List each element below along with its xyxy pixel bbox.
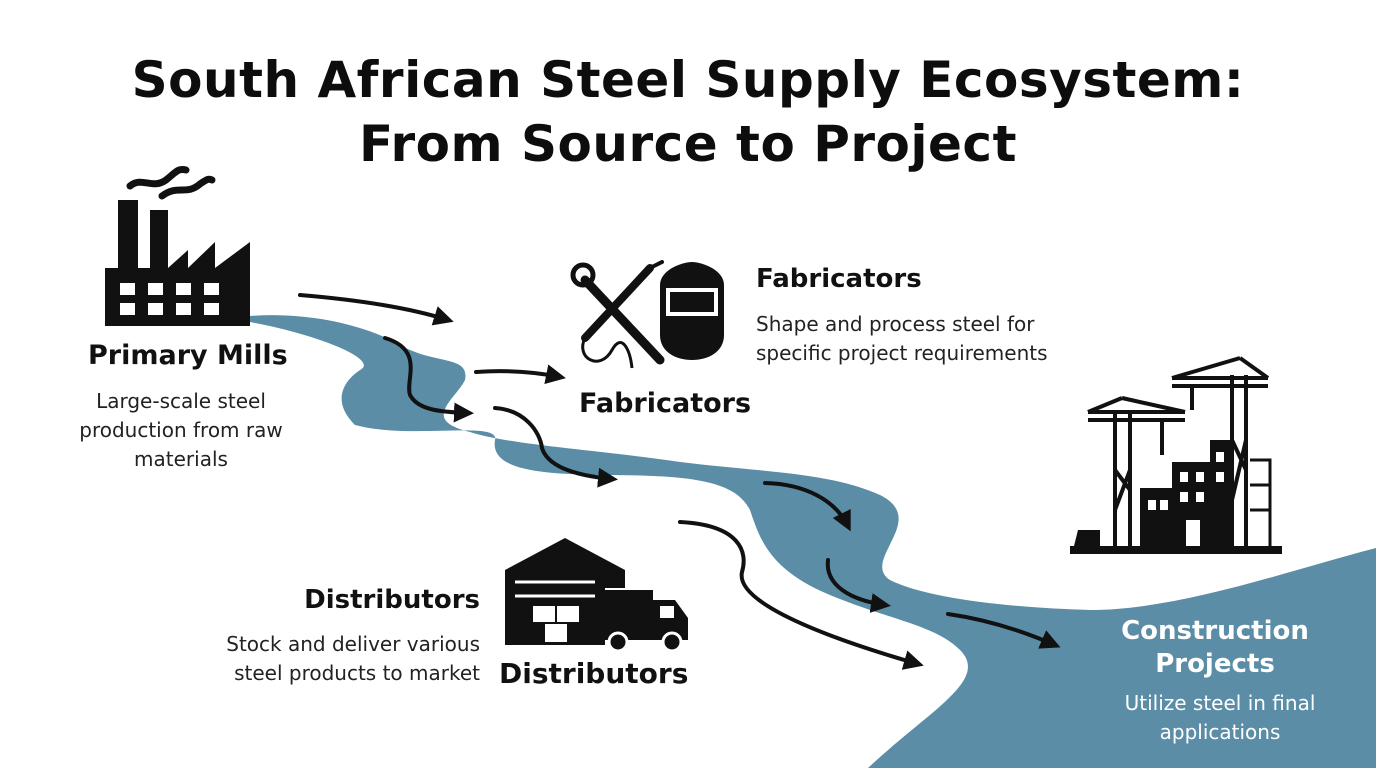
construction-projects-label-line-2: Projects xyxy=(1155,649,1275,679)
arrow-to-distributors xyxy=(678,520,924,670)
arrow-river-to-fabricators xyxy=(474,364,566,385)
distributors-icon-label: Distributors xyxy=(499,657,689,690)
primary-mills-desc-line-3: materials xyxy=(134,447,228,471)
construction-cranes-icon xyxy=(1070,356,1282,554)
arrow-mills-to-fabricators xyxy=(298,293,454,326)
construction-projects-desc-line-1: Utilize steel in final xyxy=(1124,691,1316,715)
welding-tools-icon xyxy=(570,260,724,369)
warehouse-truck-icon xyxy=(505,538,688,653)
primary-mills-label: Primary Mills xyxy=(88,340,288,371)
distributors-label: Distributors xyxy=(304,585,480,615)
fabricators-icon-label: Fabricators xyxy=(579,388,752,419)
arrow-river-curve-1 xyxy=(383,336,474,423)
flow-arrows xyxy=(298,293,1061,670)
page-title-line-2: From Source to Project xyxy=(359,115,1017,173)
arrow-river-curve-4 xyxy=(825,558,891,613)
fabricators-desc-line-1: Shape and process steel for xyxy=(756,312,1035,336)
distributors-desc-line-1: Stock and deliver various xyxy=(226,632,480,656)
primary-mills-desc-line-1: Large-scale steel xyxy=(96,389,266,413)
arrow-river-curve-2 xyxy=(493,406,618,488)
fabricators-label: Fabricators xyxy=(756,264,922,294)
construction-projects-label-line-1: Construction xyxy=(1121,616,1309,646)
distributors-desc-line-2: steel products to market xyxy=(234,661,480,685)
fabricators-desc-line-2: specific project requirements xyxy=(756,341,1048,365)
factory-icon xyxy=(105,166,250,326)
primary-mills-desc-line-2: production from raw xyxy=(79,418,283,442)
page-title-line-1: South African Steel Supply Ecosystem: xyxy=(131,51,1245,109)
river-flow xyxy=(250,315,1376,768)
construction-projects-desc-line-2: applications xyxy=(1159,720,1281,744)
arrow-river-curve-3 xyxy=(763,481,851,532)
arrow-river-curve-5 xyxy=(946,612,1061,649)
